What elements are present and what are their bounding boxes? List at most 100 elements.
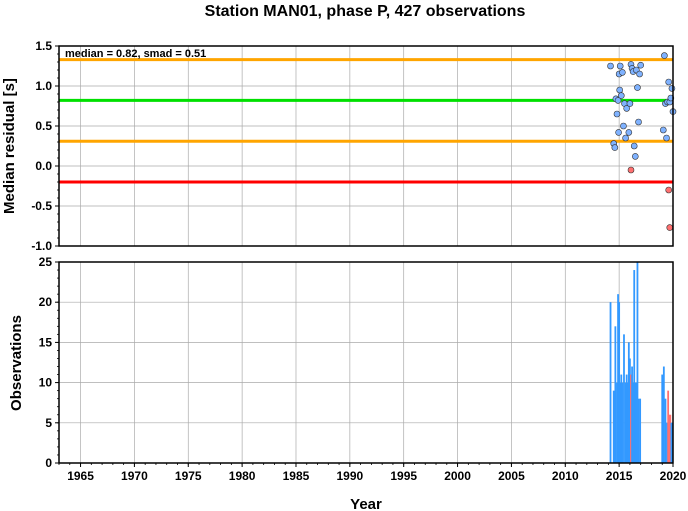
observation-bar bbox=[618, 302, 621, 463]
observation-bar bbox=[670, 422, 673, 463]
residual-point bbox=[613, 110, 621, 118]
residual-y-tick-label: -1.0 bbox=[31, 239, 52, 253]
observations-y-tick-label: 0 bbox=[45, 456, 52, 470]
observation-bar bbox=[617, 294, 619, 463]
x-tick-label: 1970 bbox=[121, 469, 148, 483]
observation-bar bbox=[609, 302, 612, 463]
observations-y-tick-label: 15 bbox=[39, 335, 53, 349]
residual-y-tick-label: 0.5 bbox=[35, 119, 52, 133]
residual-point bbox=[661, 52, 668, 59]
residual-grid bbox=[59, 45, 674, 247]
observation-bar bbox=[612, 390, 615, 463]
residual-y-tick-label: 0.0 bbox=[35, 159, 52, 173]
residual-point bbox=[607, 62, 614, 70]
observation-bar bbox=[666, 422, 668, 463]
observations-frame bbox=[58, 261, 674, 464]
residual-reference-lines bbox=[59, 58, 673, 184]
observation-bar bbox=[662, 366, 665, 463]
residual-point bbox=[631, 153, 639, 160]
observation-bar bbox=[614, 326, 617, 463]
observation-bar bbox=[635, 382, 638, 463]
observations-y-ticks: 25 20 15 10 5 0 bbox=[39, 255, 59, 470]
residual-y-tick-label: 1.0 bbox=[35, 79, 52, 93]
residual-y-ticks: 1.5 1.0 0.5 0.0 -0.5 -1.0 bbox=[31, 39, 59, 253]
observation-bar bbox=[664, 398, 667, 463]
observation-bar bbox=[626, 382, 629, 463]
residual-frame bbox=[58, 45, 674, 247]
residual-y-tick-label: -0.5 bbox=[31, 199, 52, 213]
residual-point bbox=[625, 129, 633, 136]
observation-bar bbox=[639, 398, 642, 463]
x-tick-label: 1985 bbox=[283, 469, 310, 483]
x-tick-label: 2010 bbox=[552, 469, 579, 483]
observation-bar bbox=[620, 374, 623, 463]
x-tick-label: 1995 bbox=[390, 469, 417, 483]
observation-bar bbox=[623, 334, 625, 463]
x-tick-label: 2015 bbox=[606, 469, 633, 483]
observation-bar bbox=[625, 374, 628, 463]
residual-point bbox=[626, 100, 634, 107]
observations-grid bbox=[59, 261, 674, 464]
observation-bar bbox=[661, 374, 664, 463]
residual-point bbox=[616, 86, 623, 94]
residual-point bbox=[637, 61, 644, 69]
observation-bar bbox=[636, 262, 639, 463]
x-tick-label: 2000 bbox=[444, 469, 471, 483]
residual-point bbox=[623, 105, 630, 112]
x-tick-label: 1975 bbox=[175, 469, 202, 483]
median-smad-annotation: median = 0.82, smad = 0.51 bbox=[65, 48, 206, 60]
residual-point bbox=[619, 69, 626, 76]
residual-point bbox=[614, 97, 622, 104]
residual-y-axis-label: Median residual [s] bbox=[1, 78, 18, 214]
observation-bar bbox=[624, 382, 627, 463]
residual-point bbox=[663, 134, 670, 142]
chart-title: Station MAN01, phase P, 427 observations bbox=[205, 3, 526, 20]
observation-bar bbox=[630, 374, 632, 463]
x-tick-label: 2005 bbox=[498, 469, 525, 483]
observation-bar bbox=[621, 382, 624, 463]
x-tick-label: 1965 bbox=[67, 469, 94, 483]
residual-point bbox=[665, 78, 672, 86]
observations-x-ticks: 1965 1970 1975 1980 1985 1990 1995 2000 2005 2010… bbox=[58, 463, 687, 483]
observation-bar bbox=[616, 382, 618, 463]
x-tick-label: 1980 bbox=[229, 469, 256, 483]
observation-bar bbox=[627, 342, 630, 463]
residual-point bbox=[635, 118, 642, 126]
observation-bar bbox=[669, 414, 672, 463]
observations-y-tick-label: 10 bbox=[39, 376, 53, 390]
observation-bar bbox=[629, 358, 631, 463]
year-axis-label: Year bbox=[350, 496, 382, 511]
residual-point bbox=[617, 92, 625, 99]
x-tick-label: 2020 bbox=[660, 469, 687, 483]
residual-point bbox=[660, 126, 667, 134]
residual-point bbox=[616, 62, 624, 70]
observations-y-tick-label: 25 bbox=[39, 255, 53, 269]
observation-bar bbox=[633, 270, 636, 463]
residual-point bbox=[620, 122, 627, 130]
observations-y-tick-label: 20 bbox=[39, 295, 53, 309]
residual-points bbox=[607, 52, 677, 231]
observation-bar bbox=[637, 398, 640, 463]
observation-bar bbox=[634, 382, 637, 463]
observation-bar bbox=[632, 382, 635, 463]
residual-point bbox=[634, 84, 641, 91]
residual-point bbox=[666, 224, 674, 231]
residual-point bbox=[627, 166, 635, 174]
observations-bars bbox=[609, 262, 674, 463]
residual-point bbox=[665, 186, 672, 194]
residual-point bbox=[630, 142, 638, 150]
observation-bar bbox=[667, 390, 670, 463]
residual-y-tick-label: 1.5 bbox=[35, 39, 52, 53]
observations-y-axis-label: Observations bbox=[8, 315, 25, 411]
residual-panel: 1.5 1.0 0.5 0.0 -0.5 -1.0 median = 0.82, smad… bbox=[1, 39, 677, 253]
observation-bar bbox=[631, 366, 633, 463]
observation-bar bbox=[668, 414, 671, 463]
residual-point bbox=[611, 144, 619, 151]
observation-bar bbox=[619, 382, 622, 463]
residual-point bbox=[622, 134, 629, 142]
x-tick-label: 1990 bbox=[336, 469, 363, 483]
observations-y-tick-label: 5 bbox=[45, 416, 52, 430]
residual-point bbox=[636, 70, 643, 78]
